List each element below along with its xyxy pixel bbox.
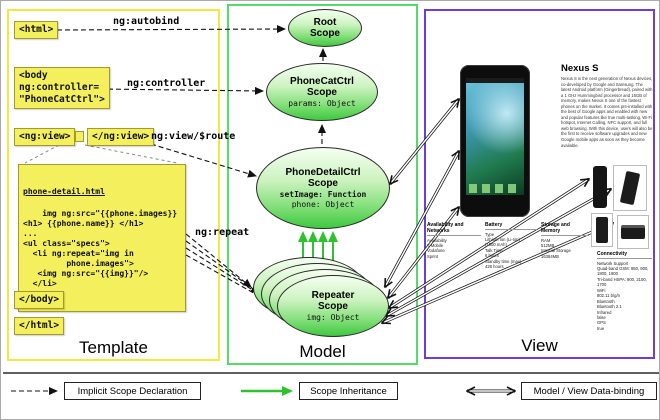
spec-text-storage: RAM 512MB Internal Storage 16384MB <box>541 237 571 259</box>
model-panel-label: Model <box>299 342 346 361</box>
product-description: Nexus S is the next generation of Nexus … <box>561 76 653 148</box>
spec-header-storage: Storage and Memory <box>541 222 589 236</box>
phone-thumbnail-1-image <box>593 166 607 208</box>
repeater-scope-prop: img: Object <box>306 313 360 322</box>
phone-thumbnail-1 <box>591 165 609 209</box>
spec-header-battery: Battery <box>485 222 537 230</box>
legend-inheritance-label: Scope Inheritance <box>299 382 398 400</box>
phonecatctrl-scope-ellipse: PhoneCatCtrl Scope params: Object <box>266 63 378 121</box>
spec-col-connectivity: Connectivity Network Support Quad-band G… <box>597 251 652 331</box>
phonedetailctrl-scope-setimage: setImage: Function <box>279 190 367 199</box>
snippet-html-open: <html> <box>14 21 59 39</box>
phone-thumbnail-2-image <box>619 170 641 206</box>
phonecatctrl-scope-title: PhoneCatCtrl Scope <box>290 76 354 98</box>
phone-thumbnail-4 <box>617 215 649 249</box>
spec-col-battery: Battery Type Lithium Ion (Li-Ion) (1500 … <box>485 222 537 270</box>
product-title: Nexus S <box>561 63 599 74</box>
snippet-body-open: <body ng:controller= "PhoneCatCtrl"> <box>14 67 110 109</box>
phonedetailctrl-scope-ellipse: PhoneDetailCtrl Scope setImage: Function… <box>256 147 390 229</box>
partial-template-code: img ng:src="{{phone.images}} <h1> {{phon… <box>23 209 178 298</box>
view-panel-label: View <box>521 336 558 355</box>
spec-header-availability: Availability and Networks <box>427 222 481 236</box>
label-ng-repeat: ng:repeat <box>195 227 250 238</box>
phonedetailctrl-scope-title: PhoneDetailCtrl Scope <box>285 167 361 189</box>
phone-thumbnail-2 <box>613 165 647 211</box>
spec-col-storage: Storage and Memory RAM 512MB Internal St… <box>541 222 589 259</box>
label-ng-controller: ng:controller <box>127 78 206 89</box>
spec-col-availability: Availability and Networks Availability T… <box>427 222 481 259</box>
template-panel-label: Template <box>79 338 148 357</box>
phone-thumbnail-3-image <box>596 217 608 243</box>
spec-text-availability: Availability T-Mobile Vodafone Sprint <box>427 237 447 259</box>
label-ng-autobind: ng:autobind <box>113 16 180 27</box>
phone-app-row <box>469 184 521 193</box>
phonecatctrl-scope-prop: params: Object <box>288 99 356 108</box>
phone-thumbnail-4-image <box>621 225 645 239</box>
nexus-phone-image <box>460 65 530 217</box>
legend-implicit-label: Implicit Scope Declaration <box>64 382 201 400</box>
spec-text-battery: Type Lithium Ion (Li-Ion) (1500 mAh) Tal… <box>485 231 522 270</box>
partial-template-title: phone-detail.html <box>23 187 105 196</box>
spec-header-connectivity: Connectivity <box>597 251 652 259</box>
root-scope-ellipse: Root Scope <box>288 9 362 47</box>
snippet-body-close: </body> <box>14 291 65 309</box>
snippet-html-close: </html> <box>14 317 65 335</box>
snippet-ng-view-close: </ng:view> <box>87 128 155 146</box>
root-scope-title: Root Scope <box>309 17 340 39</box>
phone-detail-template: phone-detail.html img ng:src="{{phone.im… <box>18 164 186 312</box>
label-ng-view-route: ng:view/$route <box>151 131 236 142</box>
phone-thumbnail-3 <box>591 213 613 247</box>
phone-screen <box>466 78 524 195</box>
snippet-ng-view-open: <ng:view> <box>14 128 76 146</box>
ng-view-placeholder-box <box>75 131 84 142</box>
repeater-scope-ellipse: Repeater Scope img: Object <box>277 275 389 337</box>
spec-text-connectivity: Network Support Quad-band GSM: 850, 900,… <box>597 260 649 331</box>
legend-databinding-label: Model / View Data-binding <box>521 382 657 400</box>
repeater-scope-title: Repeater Scope <box>311 290 355 312</box>
phonedetailctrl-scope-phone: phone: Object <box>291 200 355 209</box>
